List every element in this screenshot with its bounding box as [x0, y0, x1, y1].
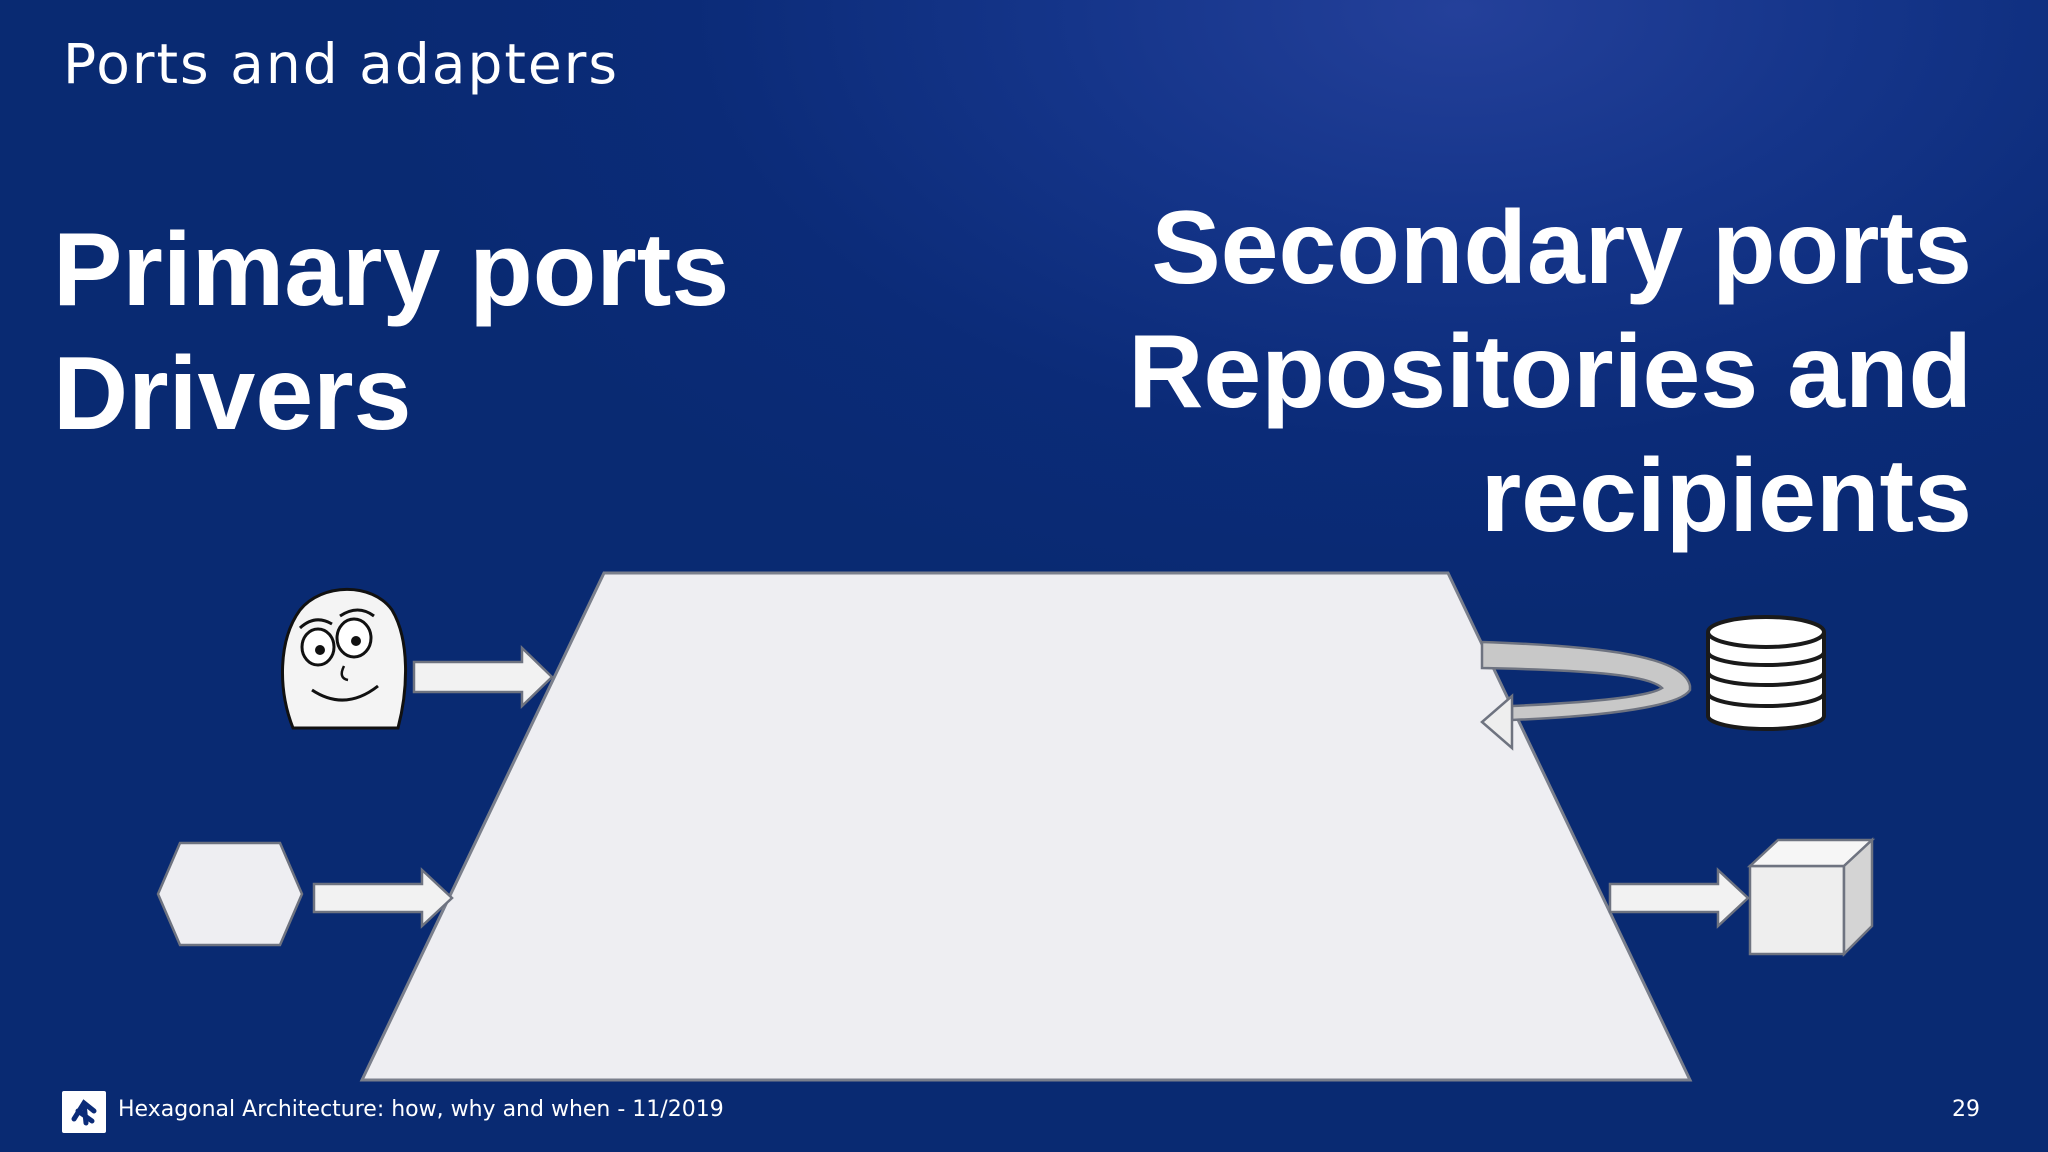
- secondary-heading-line-2: Repositories and: [1128, 314, 1972, 430]
- primary-heading-line-2: Drivers: [53, 336, 412, 452]
- rage-face-user-icon: [281, 588, 407, 730]
- page-number: 29: [1952, 1097, 1980, 1122]
- primary-heading-line-1: Primary ports: [53, 212, 730, 328]
- user-driver-arrow: [412, 645, 554, 709]
- primary-ports-heading: Primary ports Drivers: [53, 208, 729, 456]
- repository-round-trip-arrow: [1480, 640, 1692, 751]
- database-icon: [1706, 615, 1826, 731]
- slide-title: Ports and adapters: [63, 32, 620, 96]
- footer-text: Hexagonal Architecture: how, why and whe…: [118, 1097, 724, 1122]
- secondary-heading-line-1: Secondary ports: [1151, 190, 1972, 306]
- core-hexagon-shape: [359, 571, 1693, 1082]
- secondary-ports-heading: Secondary ports Repositories and recipie…: [1128, 186, 1972, 558]
- secondary-heading-line-3: recipients: [1480, 438, 1972, 554]
- cube-recipient-icon: [1746, 837, 1876, 958]
- recipient-arrow: [1608, 867, 1750, 929]
- application-driver-arrow: [312, 867, 454, 929]
- company-logo-icon: [62, 1091, 106, 1133]
- hexagon-application-icon: [156, 841, 304, 947]
